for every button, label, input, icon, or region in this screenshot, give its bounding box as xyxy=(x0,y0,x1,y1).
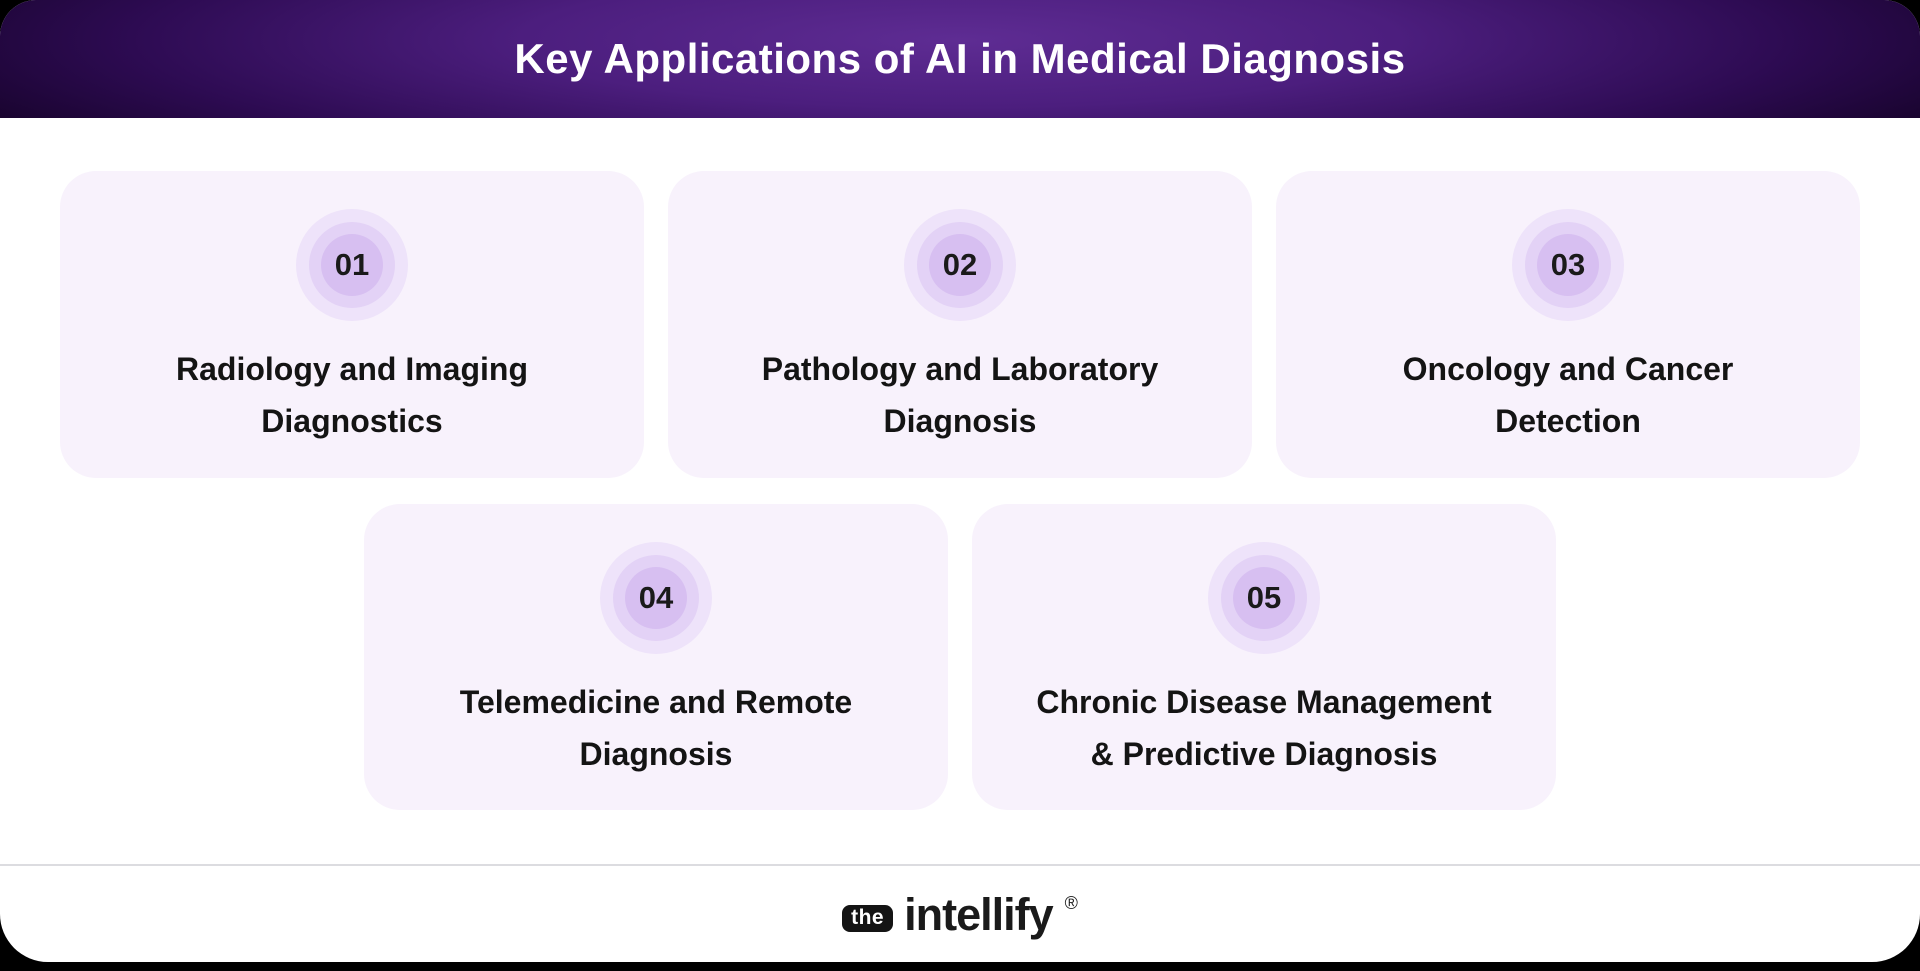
card-title: Oncology and Cancer Detection xyxy=(1402,351,1734,439)
page-title: Key Applications of AI in Medical Diagno… xyxy=(514,35,1406,82)
card-number: 04 xyxy=(638,580,674,615)
card-title: Telemedicine and Remote Diagnosis xyxy=(459,684,853,772)
card-title: Pathology and Laboratory Diagnosis xyxy=(761,351,1159,439)
card-oncology: 03 Oncology and Cancer Detection xyxy=(1276,171,1860,478)
the-intellify-logo: the intellify ® xyxy=(842,892,1078,937)
logo-the-chip: the xyxy=(842,904,894,932)
logo-wordmark: intellify xyxy=(904,888,1054,940)
registered-trademark-icon: ® xyxy=(1064,892,1078,913)
card-chronic-disease: 05 Chronic Disease Management & Predicti… xyxy=(972,504,1556,810)
number-badge: 05 xyxy=(1208,542,1320,654)
card-number: 03 xyxy=(1550,247,1586,282)
footer-divider xyxy=(0,864,1920,866)
header-banner: Key Applications of AI in Medical Diagno… xyxy=(0,0,1920,118)
card-title: Radiology and Imaging Diagnostics xyxy=(175,351,528,439)
card-number: 02 xyxy=(942,247,978,282)
card-pathology: 02 Pathology and Laboratory Diagnosis xyxy=(668,171,1252,478)
card-title: Chronic Disease Management & Predictive … xyxy=(1036,684,1492,772)
number-badge: 02 xyxy=(904,209,1016,321)
number-badge: 01 xyxy=(296,209,408,321)
number-badge: 03 xyxy=(1512,209,1624,321)
card-telemedicine: 04 Telemedicine and Remote Diagnosis xyxy=(364,504,948,810)
number-badge: 04 xyxy=(600,542,712,654)
card-number: 01 xyxy=(334,247,370,282)
card-number: 05 xyxy=(1246,580,1282,615)
card-radiology: 01 Radiology and Imaging Diagnostics xyxy=(60,171,644,478)
footer: the intellify ® xyxy=(0,866,1920,962)
